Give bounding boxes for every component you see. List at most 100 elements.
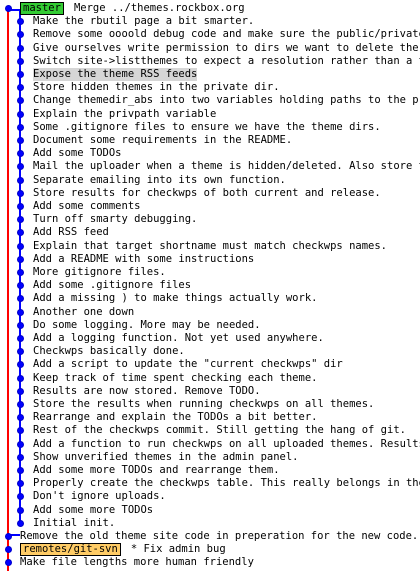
commit-message: Rearrange and explain the TODOs a bit be… (33, 411, 318, 424)
commit-dot (17, 295, 24, 303)
commit-row[interactable]: Rest of the checkwps commit. Still getti… (0, 424, 420, 437)
commit-line: Properly create the checkwps table. This… (33, 477, 420, 490)
fork-connector (8, 533, 20, 536)
commit-row[interactable]: Add a function to run checkwps on all up… (0, 438, 420, 451)
commit-message: Add a script to update the "current chec… (33, 358, 343, 371)
commit-row[interactable]: Add some more TODOs (0, 504, 420, 517)
commit-row[interactable]: Add a logging function. Not yet used any… (0, 332, 420, 345)
feature-branch-line (19, 8, 21, 524)
commit-row[interactable]: Don't ignore uploads. (0, 490, 420, 503)
commit-row[interactable]: remotes/git-svn* Fix admin bug (0, 543, 420, 557)
commit-line: Mail the uploader when a theme is hidden… (33, 160, 420, 173)
commit-row[interactable]: Another one down (0, 306, 420, 319)
commit-row[interactable]: Mail the uploader when a theme is hidden… (0, 160, 420, 173)
commit-line: Rest of the checkwps commit. Still getti… (33, 424, 406, 437)
commit-row[interactable]: Document some requirements in the README… (0, 134, 420, 147)
commit-dot (17, 44, 24, 52)
commit-row[interactable]: Initial init. (0, 517, 420, 530)
commit-message: Do some logging. More may be needed. (33, 318, 261, 331)
commit-dot (17, 71, 24, 78)
commit-line: Explain that target shortname must match… (33, 240, 387, 253)
commit-dot (17, 308, 24, 316)
commit-row[interactable]: Properly create the checkwps table. This… (0, 477, 420, 490)
commit-row[interactable]: Add some more TODOs and rearrange them. (0, 464, 420, 477)
commit-dot (17, 216, 24, 224)
commit-dot (5, 533, 12, 540)
commit-row[interactable]: Explain that target shortname must match… (0, 240, 420, 253)
commit-row[interactable]: Some .gitignore files to ensure we have … (0, 121, 420, 134)
commit-row[interactable]: Keep track of time spent checking each t… (0, 372, 420, 385)
commit-row[interactable]: Store the results when running checkwps … (0, 398, 420, 411)
commit-row[interactable]: Separate emailing into its own function. (0, 174, 420, 187)
commit-dot (5, 546, 12, 554)
commit-dot (17, 163, 24, 171)
commit-message: Add a function to run checkwps on all up… (33, 437, 420, 450)
commit-dot (17, 269, 24, 276)
commit-row[interactable]: Switch site->listthemes to expect a reso… (0, 55, 420, 68)
commit-message: Initial init. (33, 516, 116, 529)
commit-line: Store hidden themes in the private dir. (33, 81, 280, 94)
commit-row[interactable]: More gitignore files. (0, 266, 420, 279)
commit-dot (17, 229, 24, 237)
commit-line: Some .gitignore files to ensure we have … (33, 121, 381, 134)
commit-line: master Merge ../themes.rockbox.org (20, 2, 245, 15)
commit-row[interactable]: Store results for checkwps of both curre… (0, 187, 420, 200)
commit-row[interactable]: Change themedir_abs into two variables h… (0, 94, 420, 107)
commit-row[interactable]: Results are now stored. Remove TODO. (0, 385, 420, 398)
commit-row[interactable]: Checkwps basically done. (0, 345, 420, 358)
commit-row[interactable]: Rearrange and explain the TODOs a bit be… (0, 411, 420, 424)
commit-dot (17, 255, 24, 263)
commit-message: Make file lengths more human friendly (20, 556, 254, 569)
commit-message: Add some more TODOs (33, 503, 154, 516)
commit-row[interactable]: Turn off smarty debugging. (0, 213, 420, 226)
commit-row[interactable]: Remove some oooold debug code and make s… (0, 28, 420, 41)
commit-line: Rearrange and explain the TODOs a bit be… (33, 411, 317, 424)
commit-row[interactable]: Expose the theme RSS feeds (0, 68, 420, 82)
commit-message: Remove some oooold debug code and make s… (33, 28, 420, 41)
commit-row[interactable]: master Merge ../themes.rockbox.org (0, 2, 420, 15)
commit-row[interactable]: Add some TODOs (0, 147, 420, 160)
commit-row[interactable]: Add a README with some instructions (0, 253, 420, 266)
commit-line: Do some logging. More may be needed. (33, 319, 261, 332)
commit-message: Properly create the checkwps table. This… (33, 477, 420, 490)
commit-dot (17, 189, 24, 197)
commit-message: Add some .gitignore files (33, 279, 192, 292)
commit-line: Store results for checkwps of both curre… (33, 187, 381, 200)
head-ref-badge[interactable]: master (20, 2, 64, 15)
commit-row[interactable]: Explain the privpath variable (0, 108, 420, 121)
commit-message: Explain the privpath variable (33, 107, 217, 120)
commit-row[interactable]: Store hidden themes in the private dir. (0, 81, 420, 94)
commit-message: Merge ../themes.rockbox.org (73, 2, 245, 14)
commit-row[interactable]: Add some .gitignore files (0, 279, 420, 292)
commit-row[interactable]: Give ourselves write permission to dirs … (0, 42, 420, 55)
commit-row[interactable]: Make the rbutil page a bit smarter. (0, 15, 420, 28)
commit-dot (17, 57, 24, 65)
commit-message: Show unverified themes in the admin pane… (33, 450, 299, 463)
commit-message: Document some requirements in the README… (33, 134, 293, 146)
commit-message: Turn off smarty debugging. (33, 213, 198, 226)
commit-message: Add some comments (33, 200, 141, 212)
commit-line: Add some comments (33, 200, 140, 213)
commit-row[interactable]: Remove the old theme site code in preper… (0, 530, 420, 543)
commit-dot (17, 453, 24, 461)
commit-row[interactable]: Add some comments (0, 200, 420, 213)
commit-message: Add a README with some instructions (33, 252, 255, 265)
commit-row[interactable]: Do some logging. More may be needed. (0, 319, 420, 332)
commit-line: Add some more TODOs (33, 504, 153, 517)
commit-dot (17, 282, 24, 290)
commit-dot (17, 427, 24, 435)
commit-row[interactable]: Add a missing ) to make things actually … (0, 292, 420, 305)
commit-dot (5, 5, 12, 12)
commit-line: Another one down (33, 306, 134, 319)
commit-row[interactable]: Show unverified themes in the admin pane… (0, 451, 420, 464)
commit-line: remotes/git-svn* Fix admin bug (20, 543, 226, 557)
commit-row[interactable]: Add RSS feed (0, 226, 420, 239)
commit-dot (17, 401, 24, 408)
remote-ref-badge[interactable]: remotes/git-svn (20, 543, 121, 557)
commit-line: Don't ignore uploads. (33, 490, 166, 503)
commit-line: Separate emailing into its own function. (33, 174, 286, 187)
commit-line: Show unverified themes in the admin pane… (33, 451, 299, 464)
commit-dot (17, 374, 24, 382)
main-branch-line (7, 8, 9, 571)
commit-row[interactable]: Add a script to update the "current chec… (0, 358, 420, 371)
